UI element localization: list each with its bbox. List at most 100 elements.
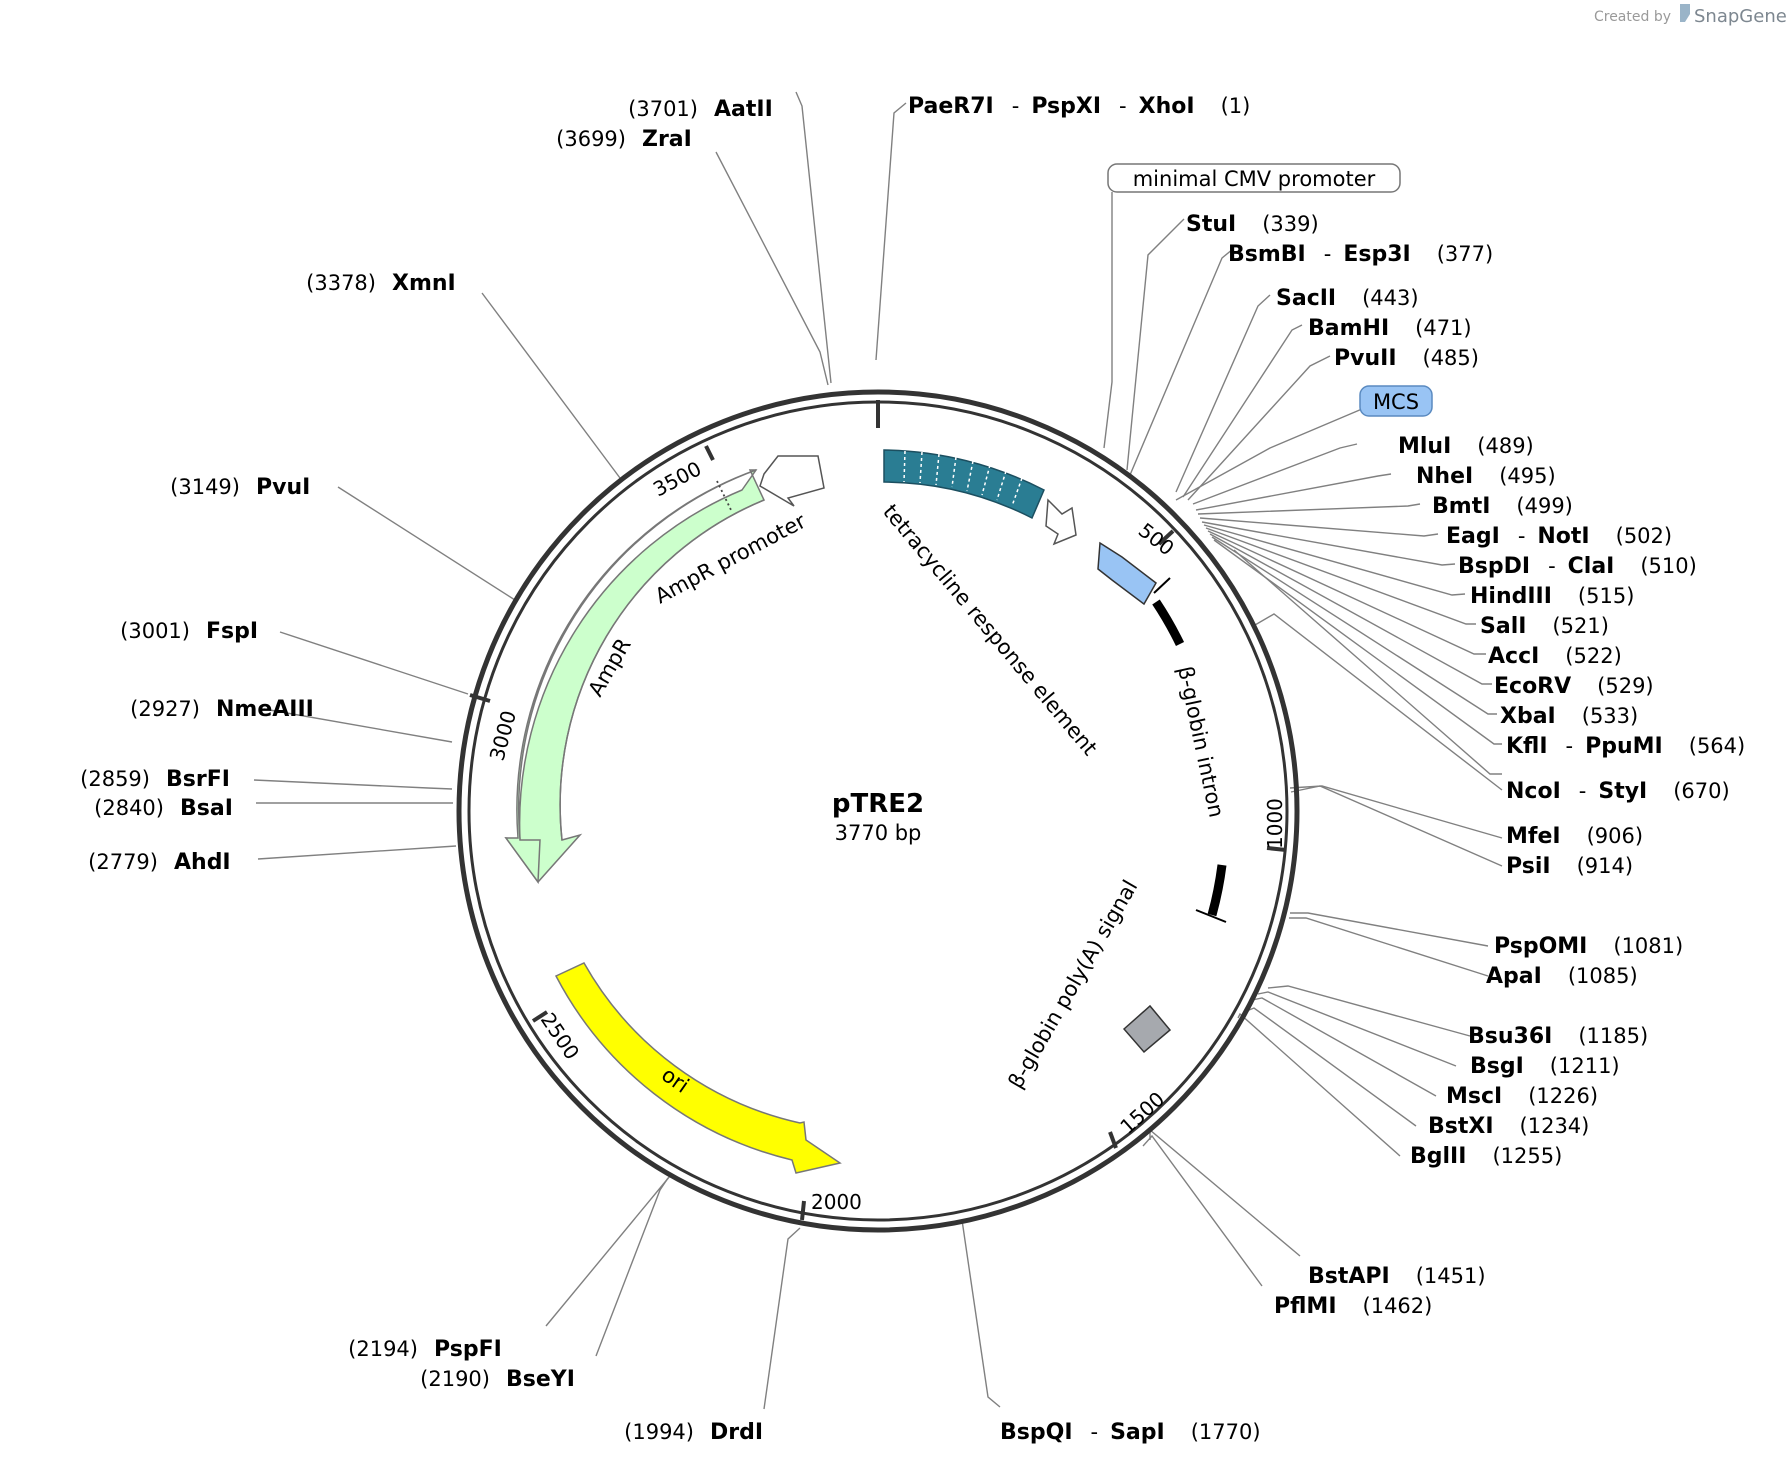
site-label[interactable]: PvuII(485): [1334, 346, 1479, 371]
ampr-body: [504, 469, 757, 885]
tick-label-1000: 1000: [1263, 798, 1287, 849]
site-enzyme-name: Esp3I: [1343, 242, 1410, 267]
tick-label-3500: 3500: [649, 456, 705, 501]
site-label[interactable]: (3149)PvuI: [170, 475, 310, 500]
globin-intron-end: [1195, 909, 1227, 923]
site-enzyme-name: BsaI: [180, 796, 233, 821]
site-label[interactable]: SacII (443): [1276, 286, 1419, 311]
mcs-box-label: MCS: [1373, 390, 1419, 414]
site-label[interactable]: NcoI-StyI(670): [1506, 779, 1730, 804]
site-label[interactable]: BsgI(1211): [1470, 1054, 1620, 1079]
site-position: (489): [1477, 434, 1533, 458]
site-label[interactable]: (3701)AatII: [628, 97, 773, 122]
site-enzyme-name: EagI: [1446, 524, 1500, 549]
site-enzyme-name: BglII: [1410, 1144, 1466, 1169]
cmv-promoter-box[interactable]: minimal CMV promoter: [1107, 163, 1401, 193]
globin-intron-bar[interactable]: [1152, 599, 1185, 646]
site-label[interactable]: (2859)BsrFI: [80, 767, 230, 792]
site-position: (499): [1516, 494, 1572, 518]
site-label[interactable]: PaeR7I-PspXI-XhoI(1): [908, 94, 1250, 119]
site-label[interactable]: (3378)XmnI: [306, 271, 456, 296]
site-label[interactable]: (3001)FspI: [120, 619, 258, 644]
site-label[interactable]: MluI(489): [1398, 434, 1534, 459]
tick-2000: [800, 1200, 806, 1221]
feature-tre[interactable]: [883, 449, 1045, 520]
site-enzyme-name: PvuI: [256, 475, 310, 500]
site-position: (485): [1423, 346, 1479, 370]
site-label[interactable]: NheI(495): [1416, 464, 1556, 489]
site-separator: -: [1548, 554, 1556, 578]
tick-marks: [469, 445, 1287, 1221]
site-enzyme-name: XhoI: [1139, 94, 1195, 119]
site-enzyme-name: BstAPI: [1308, 1264, 1390, 1289]
site-enzyme-name: StuI: [1186, 212, 1236, 237]
polya-block[interactable]: [1122, 1004, 1172, 1054]
site-enzyme-name: SacII: [1276, 286, 1336, 311]
site-label[interactable]: PsiI(914): [1506, 854, 1633, 879]
site-enzyme-name: XmnI: [392, 271, 456, 296]
site-label[interactable]: XbaI (533): [1500, 704, 1638, 729]
site-enzyme-name: XbaI: [1500, 704, 1556, 729]
site-enzyme-name: ZraI: [642, 127, 692, 152]
site-label[interactable]: BmtI(499): [1432, 494, 1573, 519]
site-label[interactable]: (2927)NmeAIII: [130, 697, 314, 722]
site-position: (1770): [1191, 1420, 1261, 1444]
site-label[interactable]: EagI-NotI(502): [1446, 524, 1672, 549]
site-position: (443): [1362, 286, 1418, 310]
tick-3500: [704, 445, 715, 461]
site-label[interactable]: BamHI(471): [1308, 316, 1472, 341]
site-label[interactable]: ApaI(1085): [1486, 964, 1638, 989]
mcs-block[interactable]: [1097, 541, 1157, 606]
site-enzyme-name: ApaI: [1486, 964, 1542, 989]
site-label[interactable]: (2779)AhdI: [88, 850, 230, 875]
site-label[interactable]: MfeI(906): [1506, 824, 1643, 849]
site-label[interactable]: PspOMI(1081): [1494, 934, 1683, 959]
site-position: (515): [1578, 584, 1634, 608]
site-label[interactable]: KflI-PpuMI(564): [1506, 734, 1745, 759]
polya-label: β-globin poly(A) signal: [1004, 876, 1143, 1093]
site-label[interactable]: BstXI(1234): [1428, 1114, 1589, 1139]
site-position: (2840): [94, 796, 164, 820]
ori-arrow[interactable]: [554, 962, 842, 1174]
site-label[interactable]: (2194)PspFI: [348, 1337, 502, 1362]
site-label[interactable]: BspDI-ClaI(510): [1458, 554, 1697, 579]
site-position: (1462): [1363, 1294, 1433, 1318]
site-label[interactable]: (2840) BsaI: [94, 796, 233, 821]
cmv-arrow[interactable]: [1045, 498, 1077, 546]
globin-intron-label: β-globin intron: [1173, 664, 1228, 819]
site-enzyme-name: StyI: [1598, 779, 1647, 804]
site-enzyme-name: PflMI: [1274, 1294, 1337, 1319]
site-label[interactable]: AccI(522): [1488, 644, 1622, 669]
ampr-promoter-arrow[interactable]: [759, 455, 825, 507]
site-position: (914): [1577, 854, 1633, 878]
sites-left: (3701)AatII (3699)ZraI (3378)XmnI (3149)Pvu…: [80, 97, 773, 1445]
site-label[interactable]: BglII(1255): [1410, 1144, 1562, 1169]
site-position: (564): [1689, 734, 1745, 758]
site-label[interactable]: (1994)DrdI: [624, 1420, 763, 1445]
site-enzyme-name: ClaI: [1568, 554, 1615, 579]
site-separator: -: [1119, 94, 1127, 118]
globin-intron-bar-2[interactable]: [1207, 864, 1227, 917]
site-label[interactable]: SalI(521): [1480, 614, 1609, 639]
site-label[interactable]: PflMI (1462): [1274, 1294, 1432, 1319]
site-position: (533): [1582, 704, 1638, 728]
site-label[interactable]: HindIII (515): [1470, 584, 1634, 609]
site-position: (3001): [120, 619, 190, 643]
mcs-box[interactable]: MCS: [1359, 385, 1433, 417]
ampr-inner: [559, 499, 765, 841]
site-position: (1226): [1528, 1084, 1598, 1108]
site-enzyme-name: PspXI: [1031, 94, 1101, 119]
site-label[interactable]: StuI(339): [1186, 212, 1319, 237]
tick-1000: [1266, 846, 1287, 852]
site-label[interactable]: (2190)BseYI: [420, 1367, 575, 1392]
site-enzyme-name: HindIII: [1470, 584, 1552, 609]
site-enzyme-name: EcoRV: [1494, 674, 1571, 699]
site-label[interactable]: BsmBI-Esp3I(377): [1228, 242, 1493, 267]
site-label[interactable]: Bsu36I(1185): [1468, 1024, 1648, 1049]
site-label[interactable]: EcoRV(529): [1494, 674, 1654, 699]
site-label[interactable]: (3699)ZraI: [556, 127, 692, 152]
site-label[interactable]: BspQI-SapI(1770): [1000, 1420, 1261, 1445]
site-label[interactable]: MscI(1226): [1446, 1084, 1598, 1109]
site-label[interactable]: BstAPI(1451): [1308, 1264, 1486, 1289]
